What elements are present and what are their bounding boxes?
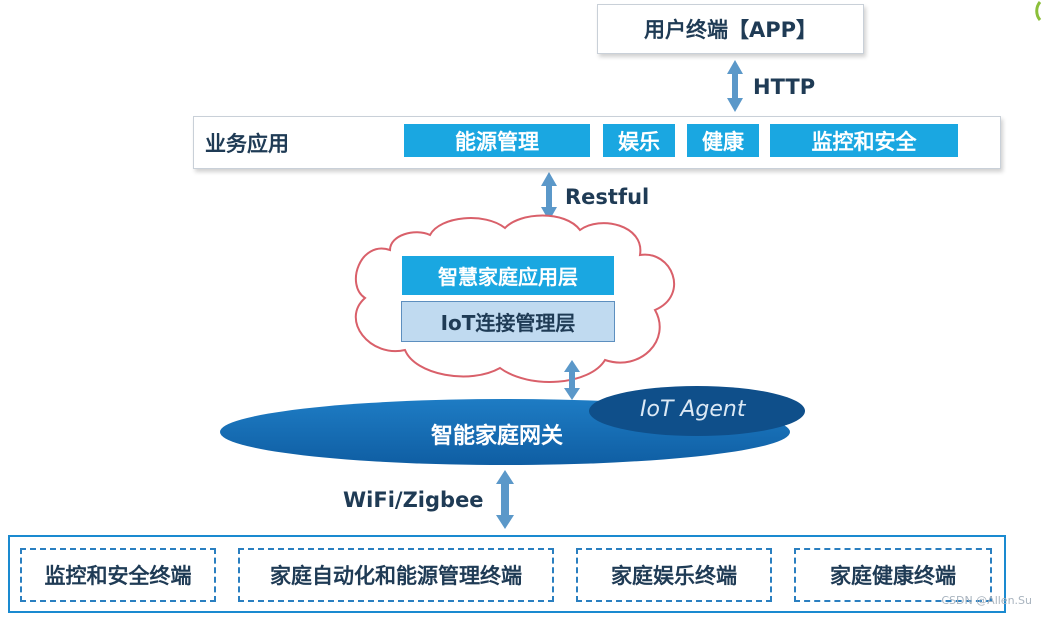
terminal-entertainment-label: 家庭娱乐终端	[611, 564, 737, 588]
smart-home-app-layer: 智慧家庭应用层	[401, 255, 615, 296]
cloud-shape	[354, 214, 676, 383]
iot-agent-label: IoT Agent	[640, 397, 746, 422]
terminal-home-automation-label: 家庭自动化和能源管理终端	[270, 564, 522, 588]
terminal-security: 监控和安全终端	[20, 548, 216, 602]
biz-item-health-label: 健康	[702, 129, 744, 154]
restful-arrow	[541, 172, 557, 221]
biz-item-security: 监控和安全	[770, 124, 958, 157]
iot-agent-ellipse	[589, 386, 805, 436]
iot-connection-layer: IoT连接管理层	[401, 301, 615, 342]
biz-item-entertainment: 娱乐	[603, 124, 675, 157]
biz-item-health: 健康	[687, 124, 759, 157]
restful-label: Restful	[565, 185, 650, 209]
biz-item-security-label: 监控和安全	[811, 129, 917, 154]
gateway-label: 智能家庭网关	[431, 424, 564, 449]
smart-home-app-layer-label: 智慧家庭应用层	[438, 265, 578, 289]
wifi-zigbee-arrow	[496, 470, 514, 529]
terminal-health: 家庭健康终端	[794, 548, 992, 602]
biz-item-entertainment-label: 娱乐	[618, 129, 660, 154]
user-terminal-app-box: 用户终端【APP】	[597, 4, 864, 54]
user-terminal-app-label: 用户终端【APP】	[643, 18, 818, 42]
wifi-zigbee-label: WiFi/Zigbee	[343, 488, 484, 512]
terminal-home-automation: 家庭自动化和能源管理终端	[238, 548, 554, 602]
terminal-entertainment: 家庭娱乐终端	[576, 548, 772, 602]
iot-connection-layer-label: IoT连接管理层	[440, 311, 576, 335]
corner-decoration	[1035, 1, 1042, 21]
terminal-health-label: 家庭健康终端	[830, 564, 956, 588]
biz-item-energy-label: 能源管理	[455, 129, 539, 154]
business-app-title: 业务应用	[205, 132, 289, 156]
biz-item-energy: 能源管理	[404, 124, 590, 157]
watermark: CSDN @Allen.Su	[941, 594, 1032, 607]
cloud-gateway-arrow	[564, 360, 580, 400]
terminal-security-label: 监控和安全终端	[44, 564, 192, 588]
http-arrow	[727, 60, 743, 112]
http-label: HTTP	[753, 75, 816, 99]
